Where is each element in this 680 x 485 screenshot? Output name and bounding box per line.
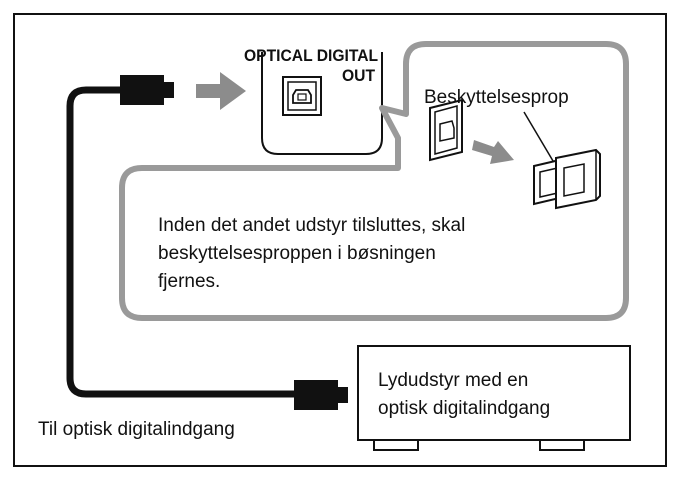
callout-bubble	[119, 41, 629, 321]
protective-cap-label: Beskyttelsesprop	[424, 87, 569, 108]
instruction-line: Inden det andet udstyr tilsluttes, skal	[158, 215, 466, 236]
audio-device-line: optisk digitalindgang	[378, 398, 551, 419]
optical-cable	[66, 86, 298, 398]
cable-plug-bottom	[294, 380, 348, 410]
instruction-line: fjernes.	[158, 271, 221, 292]
cable-plug-top	[120, 75, 174, 105]
cable-label: Til optisk digitalindgang	[38, 419, 235, 440]
instruction-line: beskyttelsesproppen i bøsningen	[158, 243, 436, 264]
optical-port-icon	[282, 76, 322, 116]
port-panel	[261, 52, 383, 155]
audio-device-label: Lydudstyr med en optisk digitalindgang	[378, 367, 550, 423]
outer-frame	[13, 13, 667, 467]
port-title-line2: OUT	[342, 66, 376, 85]
audio-device-line: Lydudstyr med en	[378, 370, 529, 391]
port-detail-icon	[429, 98, 463, 162]
protective-cap-icon	[533, 148, 601, 210]
instruction-text: Inden det andet udstyr tilsluttes, skal …	[158, 212, 598, 296]
port-title-line1: OPTICAL DIGITAL	[244, 46, 379, 65]
audio-device	[357, 345, 631, 451]
cap-pointer-line	[523, 111, 557, 167]
insert-arrow	[196, 72, 246, 110]
remove-arrow	[472, 140, 514, 164]
